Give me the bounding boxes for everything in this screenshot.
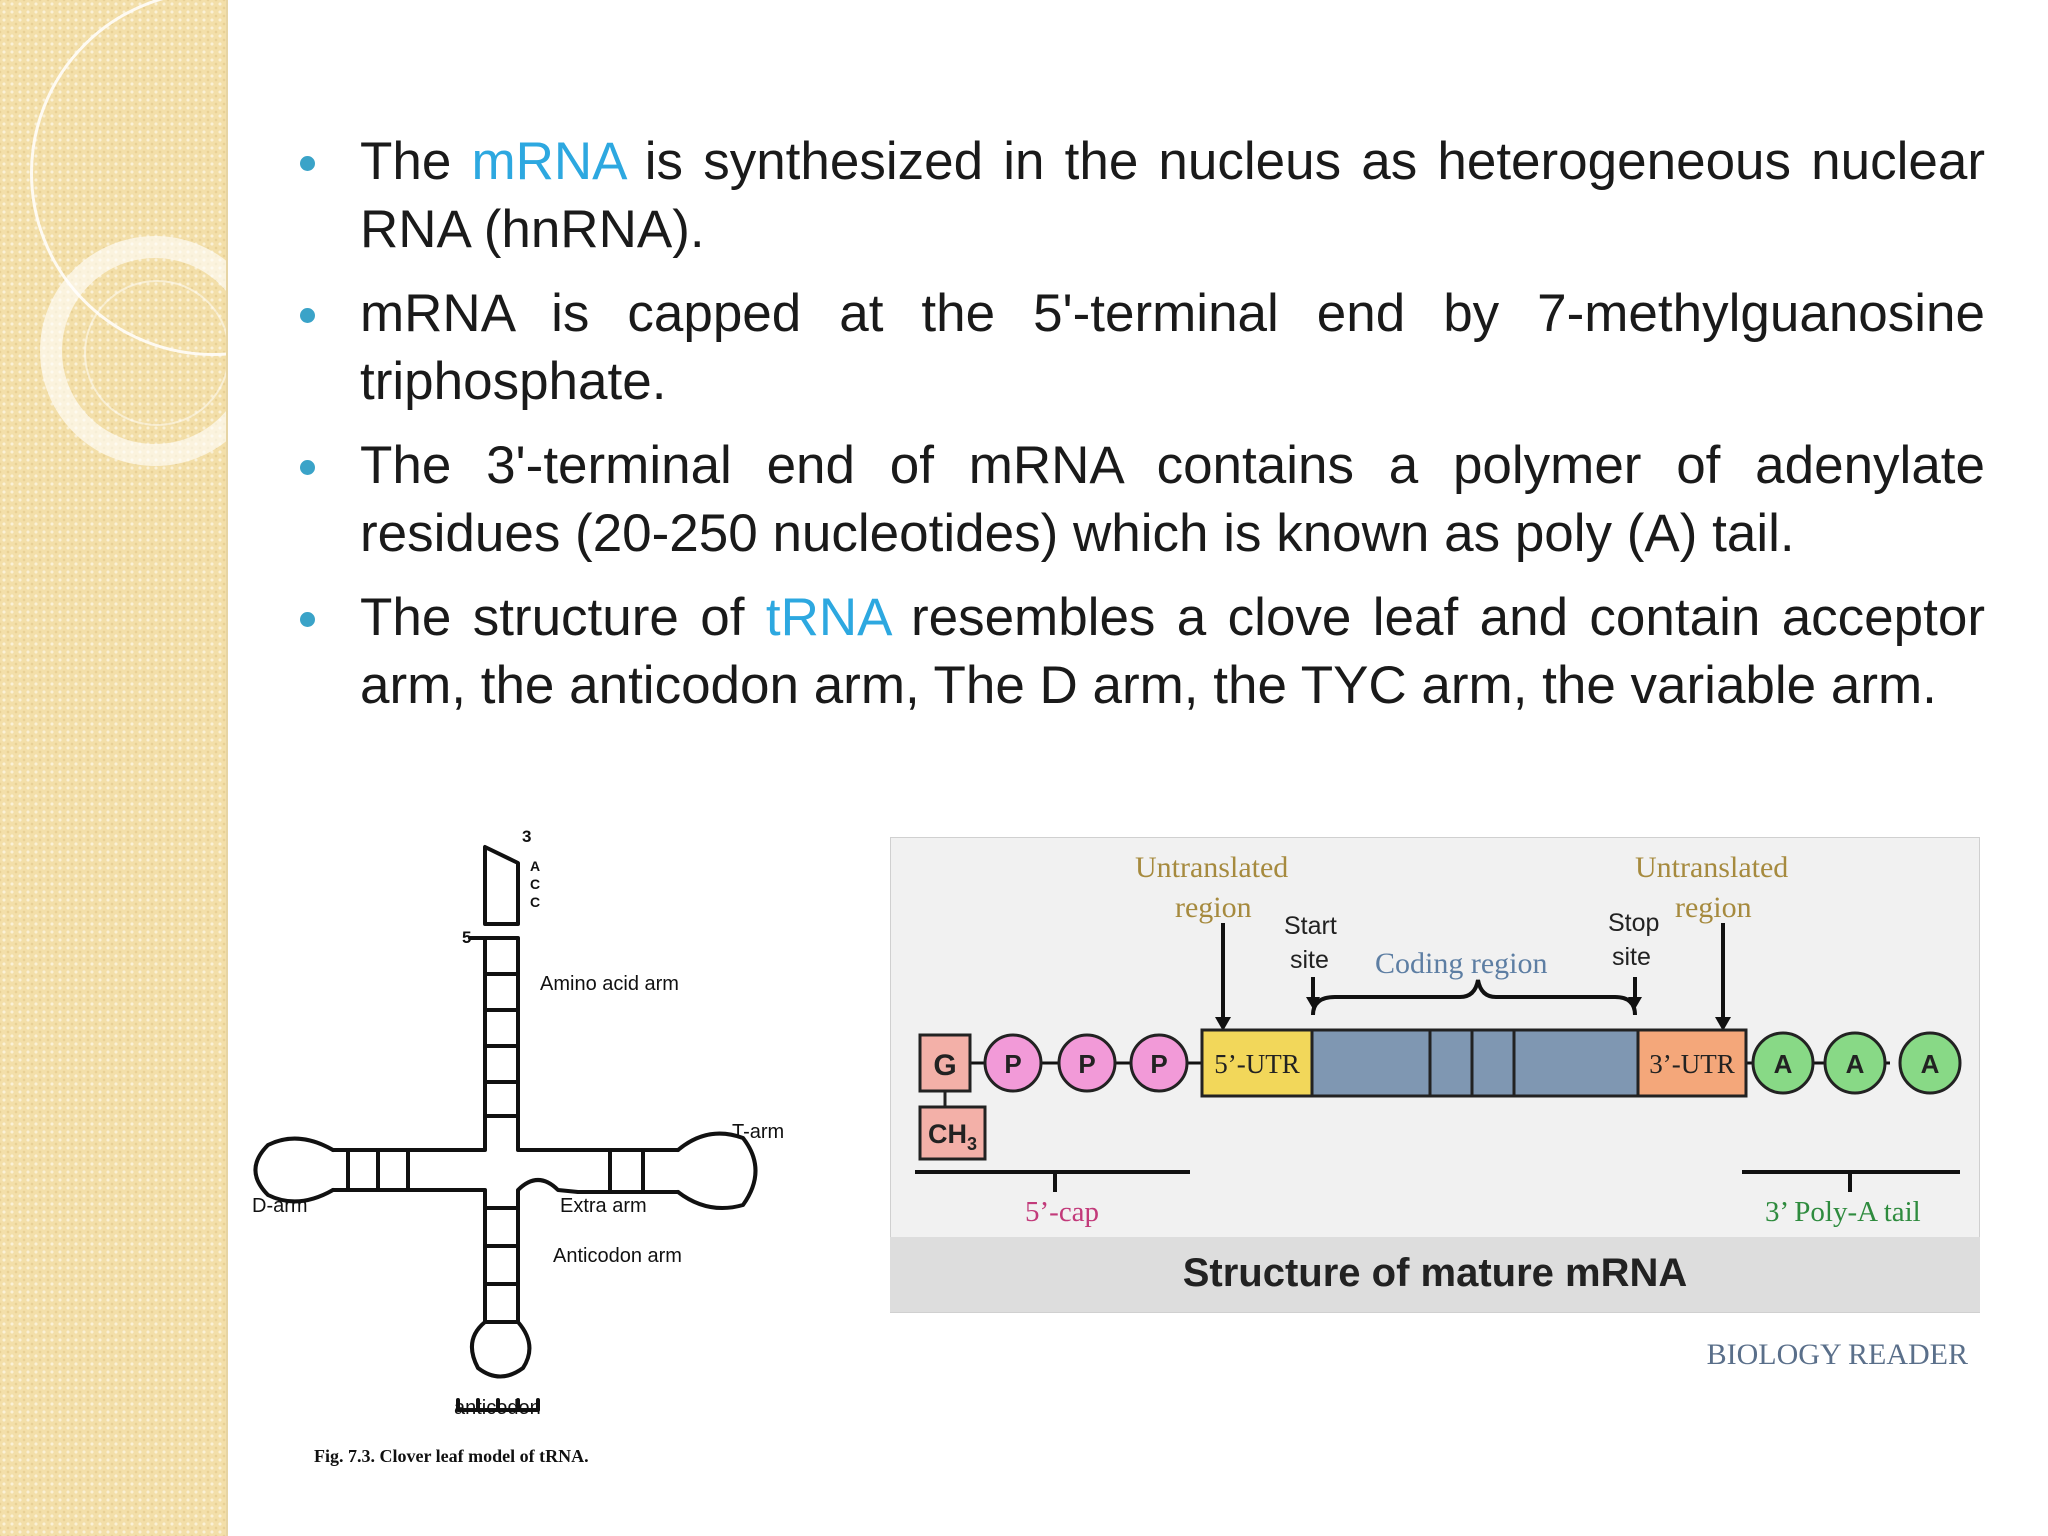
figure-title-band: [890, 1237, 1980, 1312]
anticodon-label: anticodon: [454, 1397, 541, 1419]
methyl-label: CH: [928, 1119, 967, 1149]
guanine-label: G: [933, 1049, 956, 1082]
adenine-circle: [1898, 1031, 1962, 1095]
highlight-term: mRNA: [471, 132, 625, 191]
bullet-text: is synthesized in the nucleus as heterog…: [360, 132, 1985, 259]
poly-a-tail-label: 3’ Poly-A tail: [1765, 1196, 1921, 1228]
bullet-text: mRNA is capped at the 5'-terminal end by…: [360, 284, 1985, 411]
coding-region-box: [1310, 1028, 1640, 1098]
phosphate-label: P: [1150, 1049, 1167, 1079]
untranslated-region-left-label: region: [1175, 891, 1252, 924]
anticodon-arm-label: Anticodon arm: [553, 1245, 682, 1267]
bullet-dot-icon: [300, 156, 315, 171]
amino-acid-arm-label: Amino acid arm: [540, 973, 679, 995]
phosphate-label: P: [1078, 1049, 1095, 1079]
phosphate-circle: [1057, 1033, 1117, 1093]
stop-site-label: site: [1612, 943, 1651, 971]
adenine-label: A: [1774, 1049, 1793, 1079]
sidebar-edge: [226, 0, 228, 1536]
highlight-term: tRNA: [765, 588, 890, 647]
five-prime-utr-box: [1200, 1028, 1314, 1098]
phosphate-label: P: [1004, 1049, 1021, 1079]
decorative-ring: [84, 280, 228, 426]
phosphate-circle: [983, 1033, 1043, 1093]
source-credit: BIOLOGY READER: [1707, 1338, 1968, 1371]
extra-arm-label: Extra arm: [560, 1195, 647, 1217]
d-arm-label: D-arm: [252, 1195, 308, 1217]
three-prime-utr-box: [1636, 1028, 1748, 1098]
bullet-list: The mRNA is synthesized in the nucleus a…: [295, 128, 1985, 736]
bullet-text: The structure of: [360, 588, 766, 647]
bullet-item: The 3'-terminal end of mRNA contains a p…: [295, 432, 1985, 568]
three-prime-utr-label: 3’-UTR: [1649, 1049, 1734, 1079]
stop-site-label: Stop: [1608, 909, 1659, 937]
bullet-text: The 3'-terminal end of mRNA contains a p…: [360, 436, 1985, 563]
bullet-item: mRNA is capped at the 5'-terminal end by…: [295, 280, 1985, 416]
trna-5-end-label: 5: [462, 928, 471, 947]
bullet-item: The structure of tRNA resembles a clove …: [295, 584, 1985, 720]
trna-base-label: A: [530, 858, 540, 874]
trna-base-label: C: [530, 876, 540, 892]
trna-base-label: C: [530, 894, 540, 910]
adenine-circle: [1823, 1031, 1887, 1095]
acceptor-end-strand: [483, 845, 520, 926]
adenine-label: A: [1921, 1049, 1940, 1079]
five-prime-cap-label: 5’-cap: [1025, 1196, 1099, 1228]
methyl-group-box: [918, 1105, 987, 1161]
bullet-text: The: [360, 132, 472, 191]
bullet-dot-icon: [300, 612, 315, 627]
t-arm-label: T-arm: [732, 1121, 784, 1143]
slide-sidebar-decoration: [0, 0, 228, 1536]
phosphate-circle: [1129, 1033, 1189, 1093]
untranslated-region-right-label: region: [1675, 891, 1752, 924]
adenine-circle: [1751, 1031, 1815, 1095]
trna-figure-caption: Fig. 7.3. Clover leaf model of tRNA.: [314, 1446, 589, 1466]
trna-clover-leaf-figure: 3 5 A C C Amino acid arm T-arm D-arm Ext…: [252, 827, 784, 1466]
bullet-item: The mRNA is synthesized in the nucleus a…: [295, 128, 1985, 264]
trna-3-end-label: 3: [522, 827, 531, 846]
adenine-label: A: [1846, 1049, 1865, 1079]
bullet-dot-icon: [300, 460, 315, 475]
start-site-label: site: [1290, 946, 1329, 974]
untranslated-region-right-label: Untranslated: [1635, 851, 1788, 884]
figure-title: Structure of mature mRNA: [1183, 1251, 1688, 1295]
svg-text:CH3: CH3: [928, 1119, 977, 1154]
coding-region-label: Coding region: [1375, 947, 1548, 980]
mature-mrna-structure-figure: Untranslated region Untranslated region …: [890, 837, 1980, 1371]
five-prime-utr-label: 5’-UTR: [1214, 1049, 1299, 1079]
bullet-dot-icon: [300, 308, 315, 323]
methyl-subscript: 3: [967, 1134, 977, 1154]
start-site-label: Start: [1284, 912, 1337, 940]
untranslated-region-left-label: Untranslated: [1135, 851, 1288, 884]
bullet-text: resembles a clove leaf and contain accep…: [360, 588, 1985, 715]
